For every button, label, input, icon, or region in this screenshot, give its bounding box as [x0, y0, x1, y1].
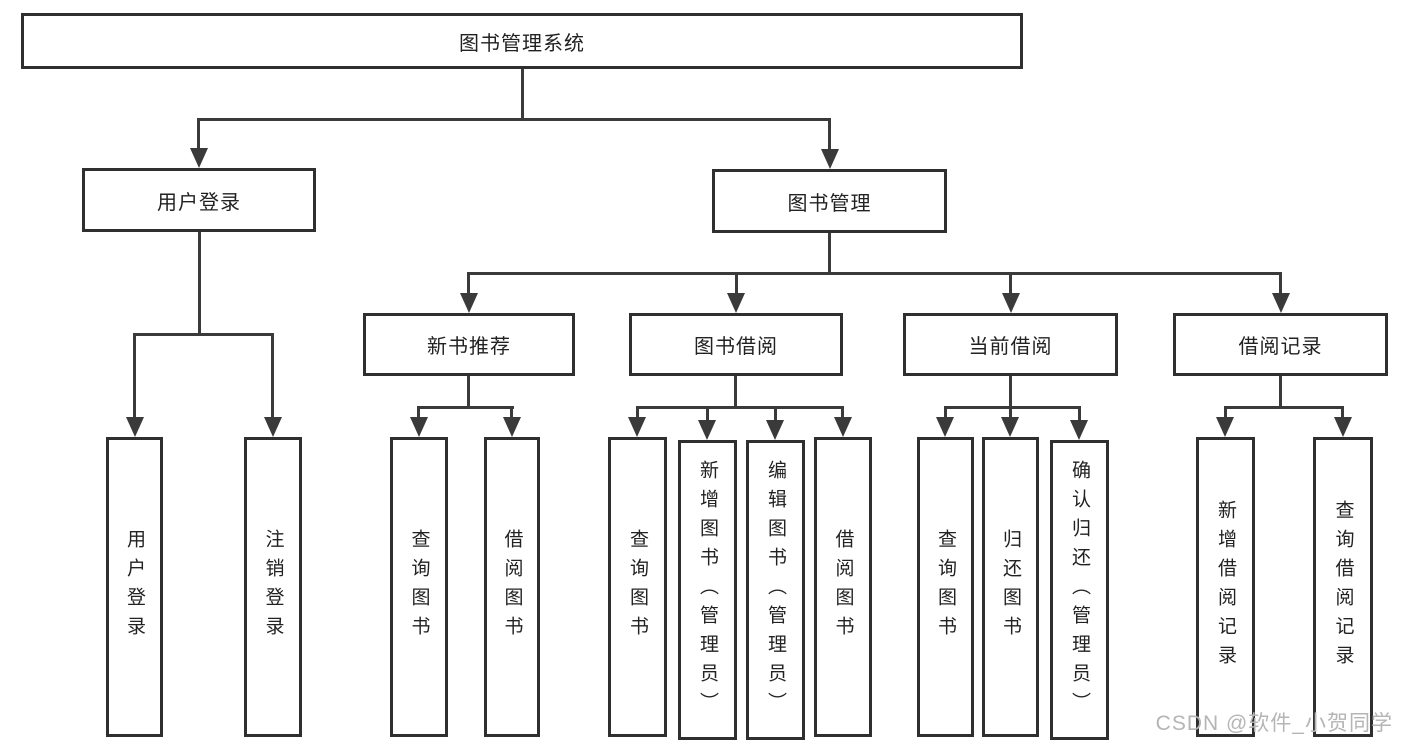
connector-line	[1224, 406, 1227, 421]
node-book-borrowing: 图书借阅	[629, 313, 843, 376]
connector-line	[1279, 272, 1282, 296]
arrowhead	[834, 417, 852, 437]
leaf-return-books: 归还图书	[982, 437, 1039, 737]
leaf-logout: 注销登录	[244, 437, 302, 737]
node-root: 图书管理系统	[21, 13, 1023, 69]
connector-line	[828, 233, 831, 274]
leaf-user-login: 用户登录	[106, 437, 163, 737]
arrowhead	[460, 293, 478, 313]
arrowhead	[503, 417, 521, 437]
connector-line	[735, 272, 738, 296]
node-current-borrowing-label: 当前借阅	[968, 336, 1053, 358]
leaf-label: 新增借阅记录	[1215, 500, 1236, 674]
connector-line	[198, 232, 201, 335]
arrowhead	[1002, 293, 1020, 313]
leaf-add-books-admin: 新增图书（管理员）	[678, 440, 737, 740]
connector-line	[1078, 406, 1081, 422]
connector-line	[774, 406, 777, 422]
connector-line	[828, 118, 831, 151]
connector-line	[841, 406, 844, 421]
connector-line	[197, 118, 200, 150]
arrowhead	[410, 417, 428, 437]
leaf-borrow-books-recommend: 借阅图书	[484, 437, 540, 737]
connector-line	[706, 406, 709, 422]
node-borrowing-records: 借阅记录	[1173, 313, 1388, 376]
connector-line	[636, 406, 844, 409]
connector-line	[1009, 272, 1012, 296]
leaf-confirm-return-admin: 确认归还（管理员）	[1050, 440, 1109, 740]
leaf-borrow-books: 借阅图书	[814, 437, 872, 737]
connector-line	[133, 333, 136, 421]
connector-line	[133, 333, 274, 336]
connector-line	[271, 333, 274, 421]
node-book-mgmt: 图书管理	[712, 169, 947, 233]
leaf-label: 借阅图书	[832, 529, 854, 645]
connector-line	[417, 406, 420, 421]
leaf-query-books-current: 查询图书	[917, 437, 974, 737]
arrowhead	[1070, 420, 1088, 440]
arrowhead	[1272, 293, 1290, 313]
connector-line	[944, 406, 947, 421]
leaf-label: 确认归还（管理员）	[1069, 459, 1090, 721]
connector-line	[1224, 406, 1344, 409]
leaf-add-borrow-record: 新增借阅记录	[1196, 437, 1255, 737]
leaf-label: 新增图书（管理员）	[697, 459, 718, 721]
node-current-borrowing: 当前借阅	[903, 313, 1118, 376]
arrowhead	[1216, 417, 1234, 437]
node-new-book-recommend-label: 新书推荐	[427, 336, 511, 358]
arrowhead	[821, 149, 839, 169]
leaf-label: 用户登录	[124, 529, 145, 645]
node-user-login: 用户登录	[82, 168, 316, 232]
connector-line	[510, 406, 513, 421]
connector-line	[944, 406, 1080, 409]
connector-line	[1279, 376, 1282, 408]
leaf-query-borrow-record: 查询借阅记录	[1313, 437, 1373, 737]
connector-line	[521, 69, 524, 120]
leaf-label: 查询图书	[935, 529, 956, 645]
connector-line	[467, 376, 470, 408]
leaf-query-books-recommend: 查询图书	[390, 437, 448, 737]
csdn-watermark: CSDN @软件_小贺同学	[1155, 712, 1393, 735]
leaf-label: 查询借阅记录	[1332, 500, 1354, 674]
node-new-book-recommend: 新书推荐	[363, 313, 575, 376]
arrowhead	[766, 420, 784, 440]
arrowhead	[126, 417, 144, 437]
connector-line	[467, 272, 1282, 275]
arrowhead	[1001, 417, 1019, 437]
arrowhead	[1334, 417, 1352, 437]
connector-line	[1341, 406, 1344, 421]
arrowhead	[698, 420, 716, 440]
connector-line	[734, 376, 737, 408]
arrowhead	[190, 148, 208, 168]
leaf-label: 注销登录	[262, 529, 284, 645]
arrowhead	[628, 417, 646, 437]
leaf-label: 查询图书	[408, 529, 430, 645]
connector-line	[636, 406, 639, 421]
leaf-query-books-borrowing: 查询图书	[608, 437, 667, 737]
connector-line	[417, 406, 514, 409]
connector-line	[1009, 406, 1012, 421]
connector-line	[467, 272, 470, 296]
leaf-label: 编辑图书（管理员）	[765, 459, 786, 721]
node-borrowing-records-label: 借阅记录	[1238, 336, 1323, 358]
node-book-borrowing-label: 图书借阅	[694, 336, 778, 358]
connector-line	[197, 118, 831, 121]
node-user-login-label: 用户登录	[157, 191, 241, 214]
arrowhead	[727, 293, 745, 313]
node-root-label: 图书管理系统	[459, 32, 585, 55]
leaf-edit-books-admin: 编辑图书（管理员）	[746, 440, 805, 740]
arrowhead	[936, 417, 954, 437]
leaf-label: 归还图书	[1000, 529, 1021, 645]
leaf-label: 查询图书	[627, 529, 648, 645]
connector-line	[1009, 376, 1012, 408]
node-book-mgmt-label: 图书管理	[787, 192, 872, 215]
arrowhead	[264, 417, 282, 437]
leaf-label: 借阅图书	[501, 529, 523, 645]
